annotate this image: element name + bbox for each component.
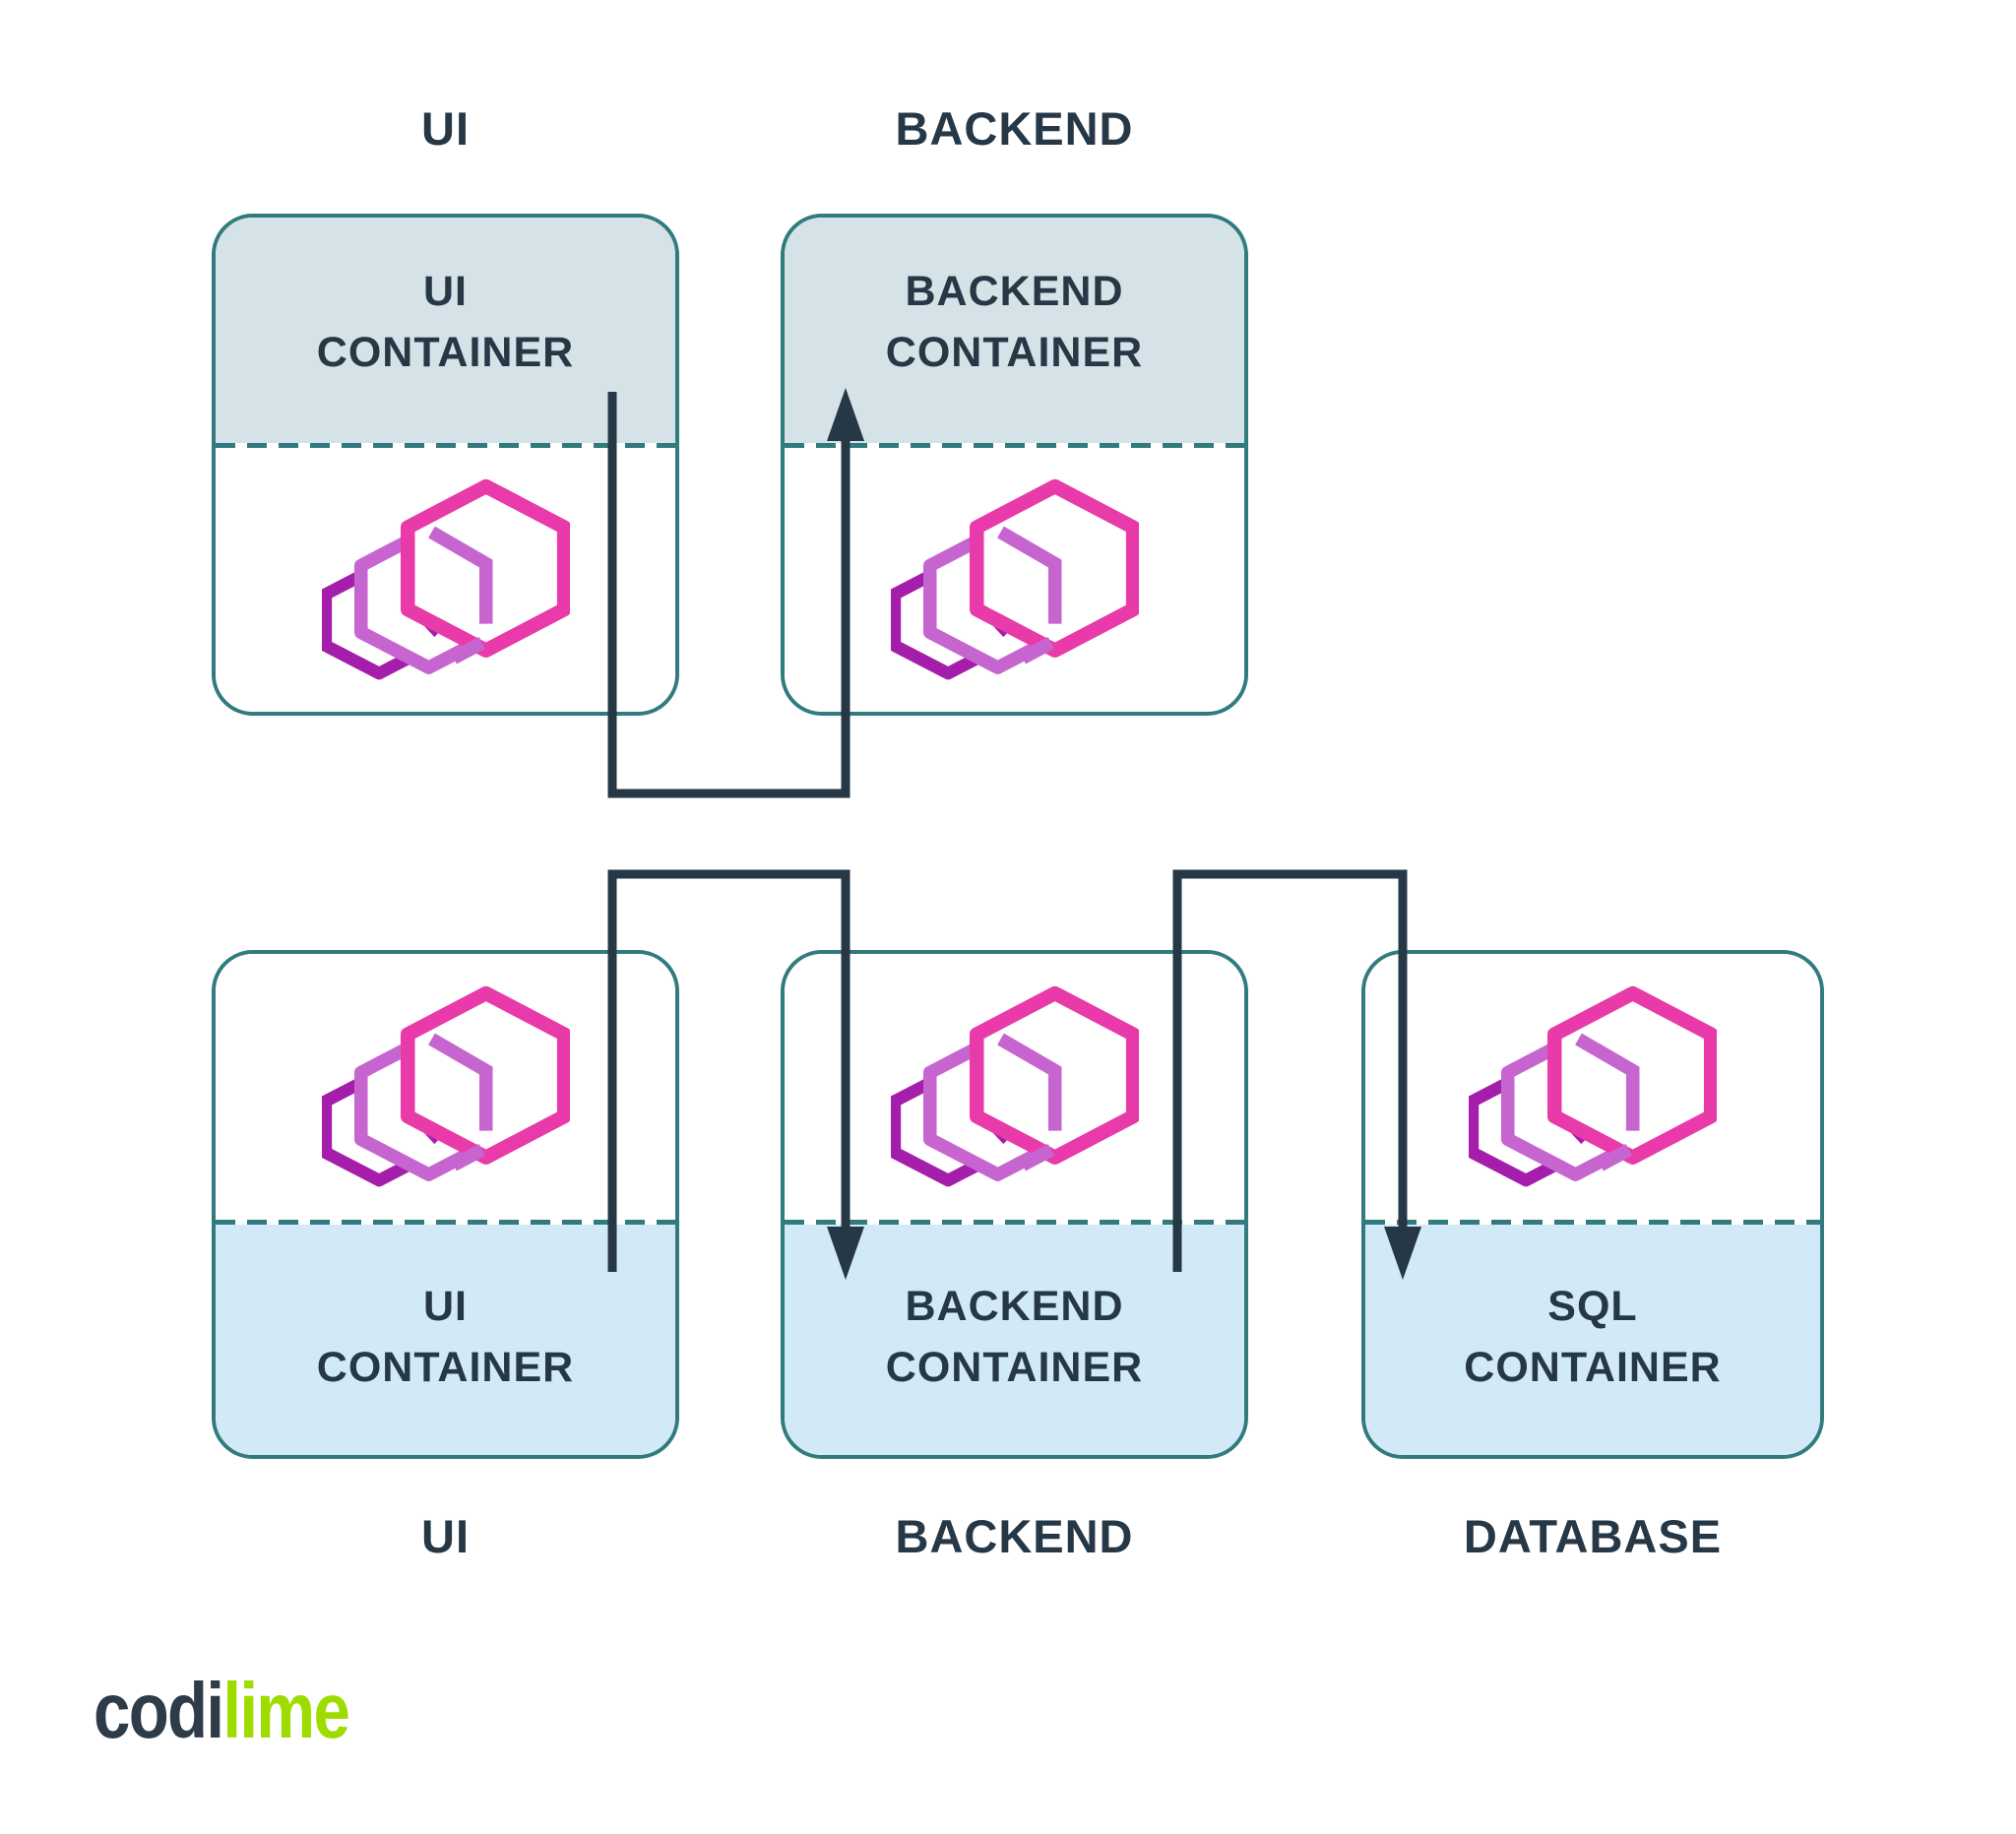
logo-codi: codi (94, 1667, 224, 1754)
top-title-ui: UI (421, 102, 470, 155)
bottom-backend-container-body (785, 954, 1244, 1220)
container-label-line: BACKEND (905, 1283, 1124, 1330)
container-label-line: CONTAINER (885, 1344, 1144, 1391)
bottom-sql-container-box: SQL CONTAINER (1361, 950, 1824, 1459)
top-backend-container-box: BACKEND CONTAINER (781, 214, 1248, 716)
dashed-divider (785, 1220, 1244, 1225)
top-backend-container-body (785, 448, 1244, 712)
bottom-ui-container-footer: UI CONTAINER (216, 1225, 675, 1455)
top-ui-container-box: UI CONTAINER (212, 214, 679, 716)
codilime-logo: codilime (94, 1672, 350, 1750)
container-stack-icon (1469, 985, 1717, 1187)
container-label-line: UI (423, 1283, 468, 1330)
container-label-line: CONTAINER (316, 329, 575, 376)
bottom-title-database: DATABASE (1463, 1510, 1723, 1562)
bottom-sql-container-footer: SQL CONTAINER (1365, 1225, 1820, 1455)
dashed-divider (216, 1220, 675, 1225)
top-backend-container-header: BACKEND CONTAINER (785, 218, 1244, 443)
hexagon-inner-fragment (450, 636, 485, 664)
top-ui-container-body (216, 448, 675, 712)
top-title-backend: BACKEND (895, 102, 1134, 155)
dashed-divider (1365, 1220, 1820, 1225)
bottom-sql-container-body (1365, 954, 1820, 1220)
dashed-divider (785, 443, 1244, 448)
bottom-backend-container-footer: BACKEND CONTAINER (785, 1225, 1244, 1455)
top-ui-container-header: UI CONTAINER (216, 218, 675, 443)
logo-lime: lime (222, 1667, 349, 1754)
container-label-line: CONTAINER (1464, 1344, 1722, 1391)
bottom-title-backend: BACKEND (895, 1510, 1134, 1562)
dashed-divider (216, 443, 675, 448)
container-label-line: SQL (1547, 1283, 1638, 1330)
container-stack-icon (890, 985, 1139, 1187)
container-stack-icon (890, 478, 1139, 680)
container-stack-icon (321, 478, 570, 680)
bottom-title-ui: UI (421, 1510, 470, 1562)
bottom-backend-container-box: BACKEND CONTAINER (781, 950, 1248, 1459)
bottom-ui-container-box: UI CONTAINER (212, 950, 679, 1459)
container-label-line: CONTAINER (316, 1344, 575, 1391)
hexagon-inner-edge (427, 526, 492, 624)
container-stack-icon (321, 985, 570, 1187)
bottom-ui-container-body (216, 954, 675, 1220)
container-label-line: UI (423, 268, 468, 315)
container-label-line: CONTAINER (885, 329, 1144, 376)
container-label-line: BACKEND (905, 268, 1124, 315)
